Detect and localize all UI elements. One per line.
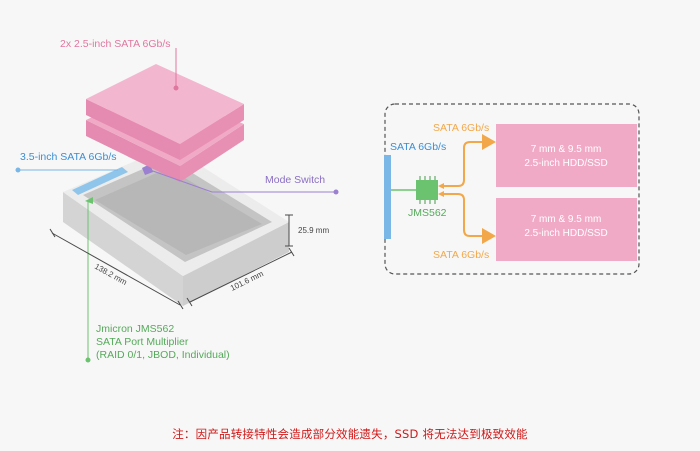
block-diagram-frame	[384, 103, 640, 275]
drive-bottom-side	[86, 120, 180, 182]
link-top-label: SATA 6Gb/s	[433, 122, 489, 134]
drive-box-top-line-1: 7 mm & 9.5 mm	[531, 144, 602, 155]
dimension-height-label: 25.9 mm	[298, 226, 329, 235]
drive-box-top	[496, 124, 637, 187]
chip-label-line-2: SATA Port Multiplier	[96, 336, 189, 348]
mode-switch-label: Mode Switch	[265, 174, 325, 186]
sata-input-bar	[384, 155, 391, 239]
enclosure-right-wall	[183, 222, 289, 306]
chip-callout-dot	[85, 357, 91, 363]
dimension-height: 25.9 mm	[285, 214, 329, 247]
jms562-chip-pins	[419, 176, 436, 204]
drives-label: 2x 2.5-inch SATA 6Gb/s	[60, 38, 171, 50]
drive-box-bottom-line-1: 7 mm & 9.5 mm	[531, 214, 602, 225]
enclosure-inner-floor	[95, 168, 262, 255]
sata-callout-dot	[15, 167, 21, 173]
enclosure-illustration	[63, 64, 289, 306]
footnote: 注：因产品转接特性会造成部分效能遗失，SSD 将无法达到极致效能	[172, 427, 528, 441]
link-top-back-arrow	[438, 183, 444, 189]
enclosure-left-wall	[63, 192, 183, 306]
drive-top-side-right	[180, 104, 244, 160]
link-bottom-label: SATA 6Gb/s	[433, 249, 489, 261]
chip-label-line-3: (RAID 0/1, JBOD, Individual)	[96, 349, 230, 361]
mode-switch-callout-line	[149, 169, 213, 193]
drive-box-bottom-line-2: 2.5-inch HDD/SSD	[524, 228, 607, 239]
block-diagram: SATA 6Gb/s JMS562 SATA 6Gb/s SATA 6Gb/s …	[384, 103, 640, 275]
drive-box-bottom	[496, 198, 637, 261]
link-bottom	[440, 193, 496, 244]
drives-callout-dot	[173, 85, 179, 91]
mode-switch-callout-dot	[333, 189, 339, 195]
sata-connector-bar	[72, 167, 128, 195]
drive-bottom-side-right	[180, 124, 244, 182]
jms562-chip-label: JMS562	[408, 207, 447, 219]
jms562-chip-marker	[85, 197, 93, 204]
drive-top-top	[86, 64, 244, 144]
link-top	[440, 134, 496, 187]
link-bottom-back-arrow	[438, 191, 444, 197]
jms562-chip	[416, 180, 438, 200]
drive-top-side	[86, 99, 180, 160]
chip-label-line-1: Jmicron JMS562	[96, 323, 174, 335]
sata-input-label: SATA 6Gb/s	[390, 141, 446, 153]
sata-label: 3.5-inch SATA 6Gb/s	[20, 151, 117, 163]
drive-box-top-line-2: 2.5-inch HDD/SSD	[524, 158, 607, 169]
